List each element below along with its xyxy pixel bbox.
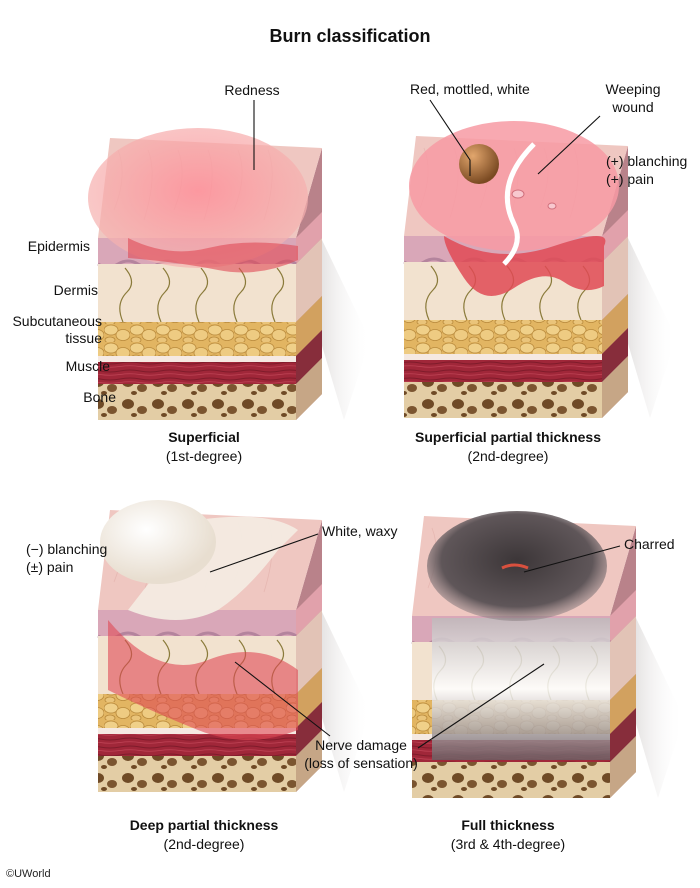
side-band xyxy=(602,328,628,382)
callout-loss-of-sensation: (loss of sensation) xyxy=(304,755,418,771)
leader-white-waxy xyxy=(209,533,319,573)
side-band xyxy=(602,356,628,418)
callout-weeping: Weeping xyxy=(605,81,661,97)
deep-burn xyxy=(108,620,298,740)
dermis-burn xyxy=(444,236,606,296)
caption-subtitle: (3rd & 4th-degree) xyxy=(450,836,566,852)
callout-pain-plusminus: (±) pain xyxy=(26,559,74,575)
leader-red-mottled xyxy=(429,99,471,176)
callout-blanching-negative: (−) blanching xyxy=(26,541,108,557)
diagram-title: Burn classification xyxy=(269,26,431,46)
callout-wound: wound xyxy=(612,99,654,115)
side-band xyxy=(296,358,322,420)
layer-label-tissue: tissue xyxy=(65,330,102,346)
side-band xyxy=(296,668,322,728)
ember-crack xyxy=(501,563,529,570)
subcutaneous-layer xyxy=(404,320,602,354)
full-thickness-necrosis xyxy=(432,618,610,760)
layer-label-epidermis: Epidermis xyxy=(27,238,90,254)
leader-charred xyxy=(523,545,621,573)
callout-blanching-positive: (+) blanching xyxy=(606,153,688,169)
layer-label-dermis: Dermis xyxy=(53,282,98,298)
side-band xyxy=(296,584,322,636)
bone-layer xyxy=(98,756,296,792)
caption-superficial: Superficial (1st-degree) xyxy=(74,428,334,466)
side-band xyxy=(296,212,322,264)
copyright-text: ©UWorld xyxy=(6,868,51,880)
side-band xyxy=(610,616,636,700)
caption-title: Deep partial thickness xyxy=(129,817,279,833)
tissue-block-deep-partial xyxy=(97,500,370,792)
muscle-layer xyxy=(404,360,602,382)
side-band xyxy=(602,294,628,354)
waxy-blister xyxy=(100,500,216,584)
side-band xyxy=(610,736,636,798)
callout-pain-positive: (+) pain xyxy=(606,171,654,187)
side-band xyxy=(602,210,628,262)
side-band xyxy=(610,708,636,762)
nerve-fiber xyxy=(271,267,285,323)
caption-title: Superficial xyxy=(168,429,240,445)
subcutaneous-layer xyxy=(98,322,296,356)
tissue-block-superficial-partial xyxy=(403,121,676,418)
side-band xyxy=(610,674,636,734)
side-band xyxy=(296,330,322,384)
bone-layer xyxy=(404,382,602,418)
caption-full-thickness: Full thickness (3rd & 4th-degree) xyxy=(378,816,638,854)
skin-sloughing-edge xyxy=(502,142,536,266)
nerve-fiber xyxy=(157,267,171,323)
tissue-block-superficial xyxy=(88,128,370,420)
layer-label-subcutaneous: Subcutaneous xyxy=(12,313,102,329)
callout-redness: Redness xyxy=(224,82,280,98)
waxy-skin-flap xyxy=(128,516,298,620)
leader-weeping-wound xyxy=(537,115,601,175)
side-band xyxy=(602,236,628,320)
bone-layer xyxy=(412,762,610,798)
fascia-layer xyxy=(98,356,296,362)
caption-subtitle: (2nd-degree) xyxy=(163,836,245,852)
muscle-layer xyxy=(98,362,296,384)
caption-superficial-partial: Superficial partial thickness (2nd-degre… xyxy=(378,428,638,466)
side-band xyxy=(296,610,322,694)
caption-title: Superficial partial thickness xyxy=(415,429,601,445)
epidermis-burn xyxy=(128,238,298,273)
callout-white-waxy: White, waxy xyxy=(322,523,398,539)
nerve-fiber xyxy=(233,267,247,323)
dermis-layer xyxy=(98,264,296,322)
leader-nerve-damage xyxy=(234,661,331,737)
nerve-fiber xyxy=(425,265,439,321)
mottled-area xyxy=(409,121,619,251)
caption-subtitle: (1st-degree) xyxy=(165,448,243,464)
caption-title: Full thickness xyxy=(461,817,555,833)
tissue-block-full-thickness xyxy=(411,511,684,798)
side-band xyxy=(610,590,636,642)
side-band xyxy=(296,702,322,756)
fascia-layer xyxy=(404,354,602,360)
nerve-fiber xyxy=(195,267,209,323)
side-band xyxy=(296,296,322,356)
fascia-layer xyxy=(98,728,296,734)
nerve-fiber xyxy=(119,267,133,323)
side-band xyxy=(296,238,322,322)
layer-label-muscle: Muscle xyxy=(65,358,110,374)
caption-deep-partial: Deep partial thickness (2nd-degree) xyxy=(74,816,334,854)
bone-layer xyxy=(98,384,296,420)
caption-subtitle: (2nd-degree) xyxy=(467,448,549,464)
callout-nerve-damage: Nerve damage xyxy=(315,737,407,753)
leader-nerve-damage-2 xyxy=(417,663,545,749)
callout-charred: Charred xyxy=(624,536,675,552)
weep-droplet xyxy=(547,202,557,210)
blister-bubble xyxy=(459,144,499,184)
callout-red-mottled-white: Red, mottled, white xyxy=(410,81,530,97)
layer-label-bone: Bone xyxy=(83,389,116,405)
weep-droplet xyxy=(511,189,525,199)
side-band xyxy=(296,730,322,792)
redness-area xyxy=(88,128,308,268)
